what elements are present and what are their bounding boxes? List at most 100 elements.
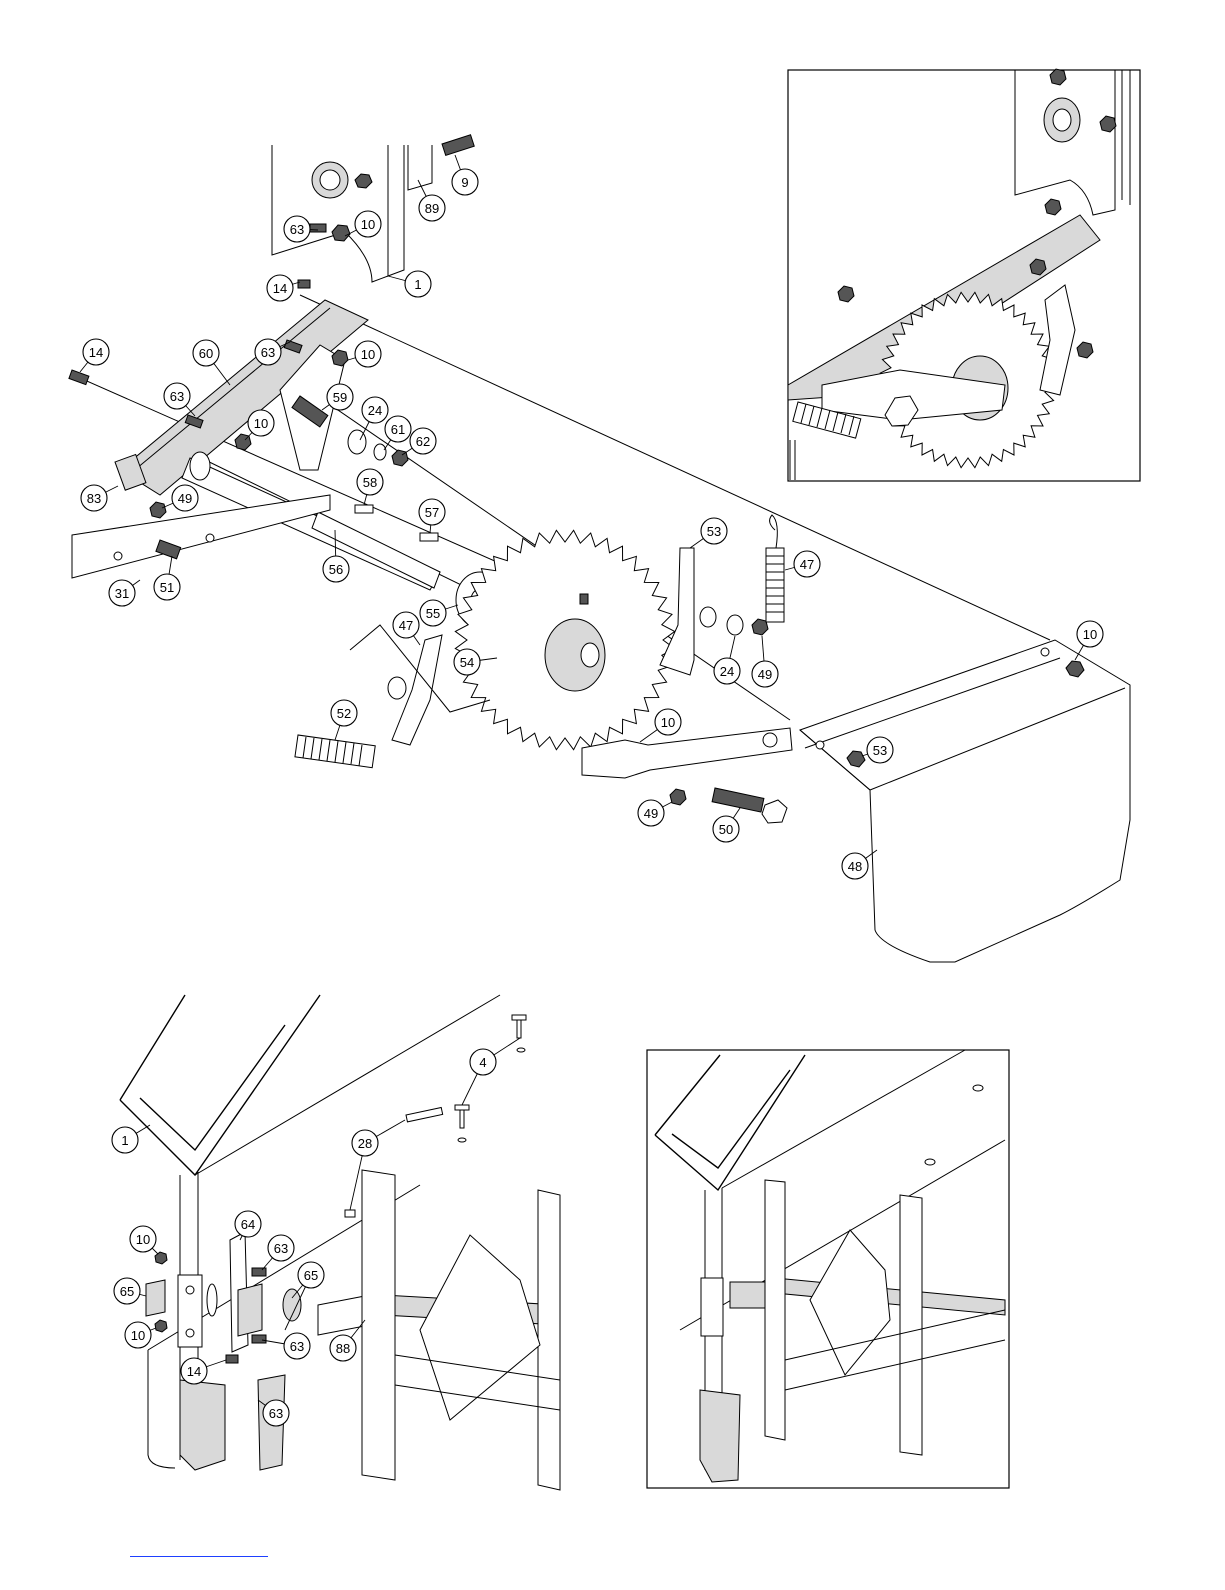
callout-number: 63 bbox=[274, 1241, 288, 1256]
callout-number: 63 bbox=[170, 389, 184, 404]
callout-number: 28 bbox=[358, 1136, 372, 1151]
screw-14-bottom bbox=[226, 1355, 238, 1363]
tube-end bbox=[190, 452, 210, 480]
callout-number: 65 bbox=[120, 1284, 134, 1299]
screws-4 bbox=[455, 1015, 526, 1142]
callout-part-10: 10 bbox=[345, 211, 381, 237]
callout-number: 53 bbox=[707, 524, 721, 539]
callout-part-53: 53 bbox=[690, 518, 727, 548]
callout-number: 49 bbox=[178, 491, 192, 506]
callout-part-10: 10 bbox=[348, 341, 381, 367]
agitator-blade-2 bbox=[538, 1190, 560, 1490]
screw-14-left bbox=[69, 370, 89, 385]
inset-hole-2 bbox=[925, 1159, 935, 1165]
callout-part-14: 14 bbox=[181, 1358, 226, 1384]
callout-part-63: 63 bbox=[164, 383, 195, 416]
callout-number: 48 bbox=[848, 859, 862, 874]
link-52-hole bbox=[763, 733, 777, 747]
callout-number: 63 bbox=[269, 1406, 283, 1421]
callout-number: 10 bbox=[361, 347, 375, 362]
callout-number: 49 bbox=[644, 806, 658, 821]
callout-part-55: 55 bbox=[420, 600, 458, 626]
callout-part-10: 10 bbox=[125, 1322, 156, 1348]
callout-number: 1 bbox=[121, 1133, 128, 1148]
callout-part-49: 49 bbox=[638, 800, 672, 826]
link-52 bbox=[582, 728, 792, 778]
callout-number: 63 bbox=[290, 1339, 304, 1354]
callout-number: 10 bbox=[661, 715, 675, 730]
callout-number: 63 bbox=[261, 345, 275, 360]
callout-number: 1 bbox=[414, 277, 421, 292]
callout-number: 10 bbox=[361, 217, 375, 232]
callout-part-52: 52 bbox=[331, 700, 357, 740]
callout-number: 63 bbox=[290, 222, 304, 237]
plate-hole-2 bbox=[186, 1329, 194, 1337]
callout-number: 60 bbox=[199, 346, 213, 361]
callout-number: 9 bbox=[461, 175, 468, 190]
screw-63-a bbox=[252, 1268, 266, 1276]
callout-part-48: 48 bbox=[842, 850, 877, 879]
callout-part-49: 49 bbox=[752, 636, 778, 687]
washer-61 bbox=[374, 444, 386, 460]
callout-number: 55 bbox=[426, 606, 440, 621]
callout-part-1: 1 bbox=[112, 1125, 150, 1153]
screw-63-b bbox=[252, 1335, 266, 1343]
callout-number: 62 bbox=[416, 434, 430, 449]
callout-number: 52 bbox=[337, 706, 351, 721]
callout-number: 58 bbox=[363, 475, 377, 490]
callout-number: 61 bbox=[391, 422, 405, 437]
callout-number: 83 bbox=[87, 491, 101, 506]
screw-63-upper bbox=[310, 224, 326, 232]
frame-31 bbox=[72, 495, 330, 578]
inset-sprocket-guard bbox=[700, 1390, 740, 1482]
callout-number: 10 bbox=[131, 1328, 145, 1343]
arm-53-lower-boss bbox=[388, 677, 406, 699]
frame-hole-2 bbox=[206, 534, 214, 542]
callout-number: 65 bbox=[304, 1268, 318, 1283]
callout-part-24: 24 bbox=[360, 397, 388, 440]
callout-part-31: 31 bbox=[109, 580, 140, 606]
agitator-blade-1 bbox=[362, 1170, 395, 1480]
mount-plate-edge bbox=[388, 145, 404, 276]
callout-part-24: 24 bbox=[714, 636, 740, 684]
callout-number: 59 bbox=[333, 390, 347, 405]
callout-number: 49 bbox=[758, 667, 772, 682]
callout-part-47: 47 bbox=[785, 551, 820, 577]
key-58 bbox=[355, 505, 373, 513]
nut-10-mid bbox=[332, 350, 348, 366]
inset-agitator-assembled bbox=[647, 1050, 1009, 1488]
callout-number: 54 bbox=[460, 655, 474, 670]
inset-bearing-bore bbox=[1053, 109, 1071, 131]
callout-number: 24 bbox=[368, 403, 382, 418]
inset-bearing-plate bbox=[701, 1278, 723, 1336]
callout-part-65: 65 bbox=[292, 1262, 324, 1298]
callout-number: 47 bbox=[800, 557, 814, 572]
shield-48 bbox=[800, 640, 1130, 962]
callout-part-1: 1 bbox=[388, 271, 431, 297]
callout-number: 53 bbox=[873, 743, 887, 758]
footer-link-underline[interactable] bbox=[130, 1556, 268, 1557]
callout-part-10: 10 bbox=[130, 1226, 158, 1254]
callout-number: 31 bbox=[115, 586, 129, 601]
callout-number: 56 bbox=[329, 562, 343, 577]
callout-number: 50 bbox=[719, 822, 733, 837]
callout-number: 14 bbox=[273, 281, 287, 296]
callout-part-51: 51 bbox=[154, 556, 180, 600]
nut-10-b2 bbox=[155, 1320, 167, 1332]
callout-part-50: 50 bbox=[713, 808, 740, 842]
callout-number: 57 bbox=[425, 505, 439, 520]
nut-10-upper bbox=[332, 225, 350, 241]
plate-hole-1 bbox=[186, 1286, 194, 1294]
nut-10-b1 bbox=[155, 1252, 167, 1264]
callout-number: 10 bbox=[136, 1232, 150, 1247]
callout-part-28: 28 bbox=[352, 1120, 405, 1156]
callout-part-57: 57 bbox=[419, 499, 445, 533]
callout-part-4: 4 bbox=[470, 1038, 520, 1075]
callout-number: 47 bbox=[399, 618, 413, 633]
callout-part-14: 14 bbox=[267, 275, 300, 301]
callout-number: 64 bbox=[241, 1217, 255, 1232]
spring-9 bbox=[442, 135, 474, 156]
callout-part-60: 60 bbox=[193, 340, 230, 385]
sprocket-guard-left bbox=[180, 1380, 225, 1470]
